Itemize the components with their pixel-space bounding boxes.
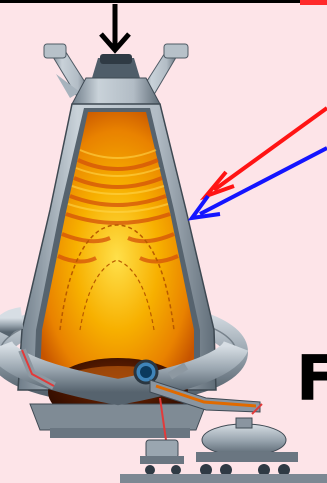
top-frame-red-tab bbox=[300, 0, 327, 5]
partial-label-letter: F bbox=[296, 348, 327, 410]
furnace-throat bbox=[72, 54, 160, 104]
ladle-car-torpedo bbox=[196, 404, 298, 476]
furnace-base bbox=[30, 404, 206, 430]
charge-input-arrow bbox=[101, 4, 129, 50]
foundation-slab bbox=[50, 428, 190, 438]
taphole-opening bbox=[140, 366, 152, 378]
red-pointer-arrow bbox=[206, 108, 327, 196]
ladle-car-small bbox=[140, 440, 184, 475]
rail-track bbox=[120, 474, 327, 483]
top-frame-bar bbox=[0, 0, 300, 3]
